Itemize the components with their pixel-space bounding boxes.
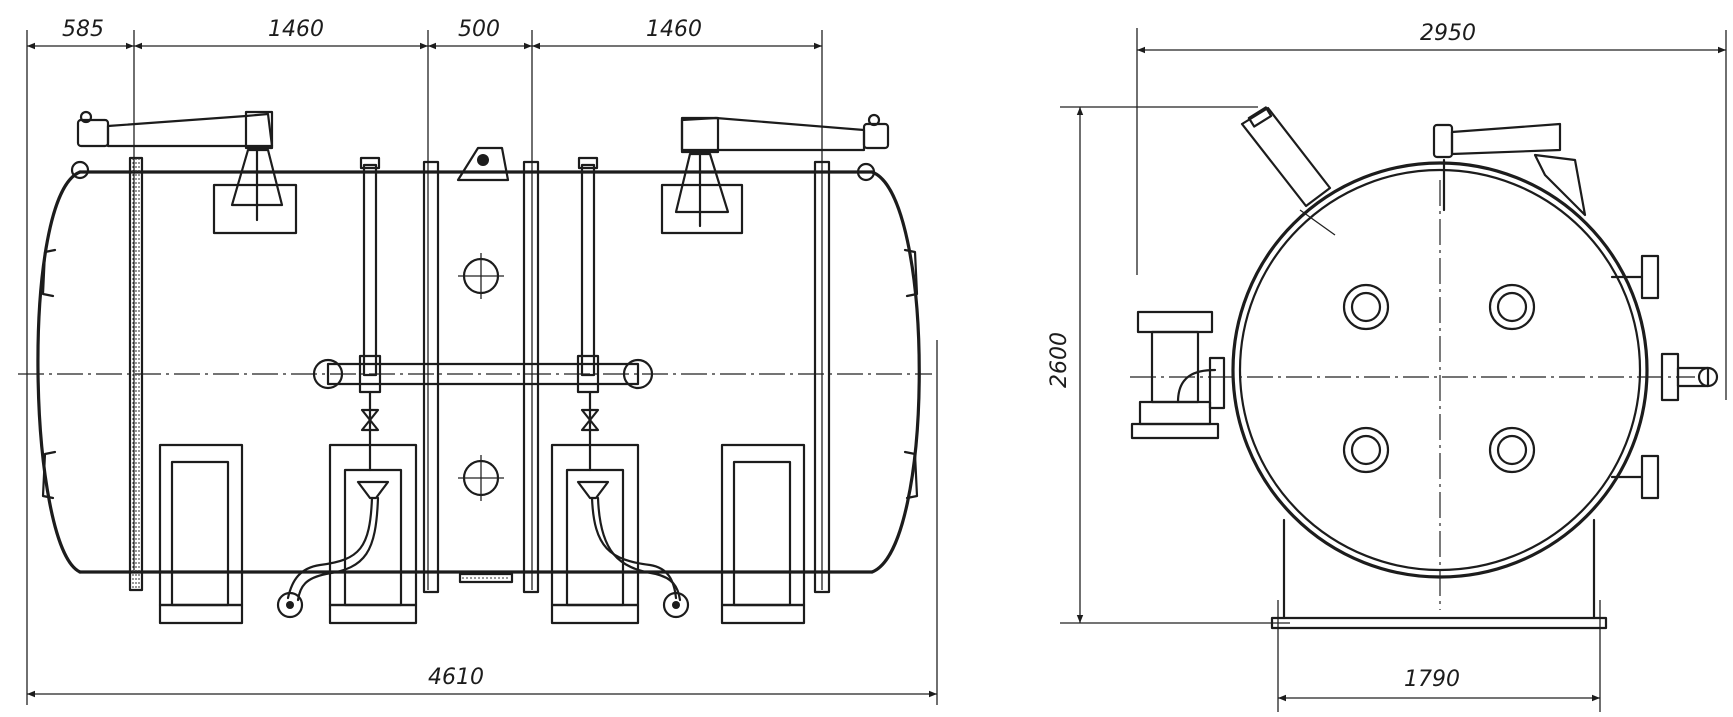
side-view: 585 1460 500 1460 4610 <box>18 17 938 705</box>
top-lifting-lug <box>456 146 510 182</box>
dim-1790: 1790 <box>1404 667 1460 692</box>
left-lever-mechanism <box>70 110 298 235</box>
portholes <box>458 253 504 501</box>
support-saddles <box>158 443 806 625</box>
left-side-nozzle <box>1130 310 1226 440</box>
inclined-cylinder <box>1240 106 1336 236</box>
bottom-coupling <box>458 572 514 584</box>
end-top-lever <box>1432 122 1587 217</box>
end-view: 2950 2600 1790 <box>1047 21 1727 712</box>
hatched-column <box>128 156 144 592</box>
dim-2600: 2600 <box>1047 332 1072 388</box>
dim-4610: 4610 <box>428 665 484 690</box>
vertical-pipes <box>359 156 599 377</box>
funnels-and-drains <box>276 480 690 619</box>
right-side-nozzles <box>1610 254 1719 500</box>
dim-585: 585 <box>62 17 104 42</box>
side-view-extension-lines <box>26 30 938 705</box>
dim-1460-left: 1460 <box>268 17 324 42</box>
end-portholes <box>1342 283 1536 474</box>
dim-1460-right: 1460 <box>646 17 702 42</box>
right-lever-mechanism <box>660 113 890 235</box>
dim-2950: 2950 <box>1420 21 1476 46</box>
valves <box>360 390 600 472</box>
flange-bands <box>422 160 831 594</box>
dim-500: 500 <box>458 17 500 42</box>
end-support-base <box>1270 518 1608 630</box>
vessel-body <box>36 170 921 574</box>
end-view-extension-lines <box>1060 28 1727 712</box>
